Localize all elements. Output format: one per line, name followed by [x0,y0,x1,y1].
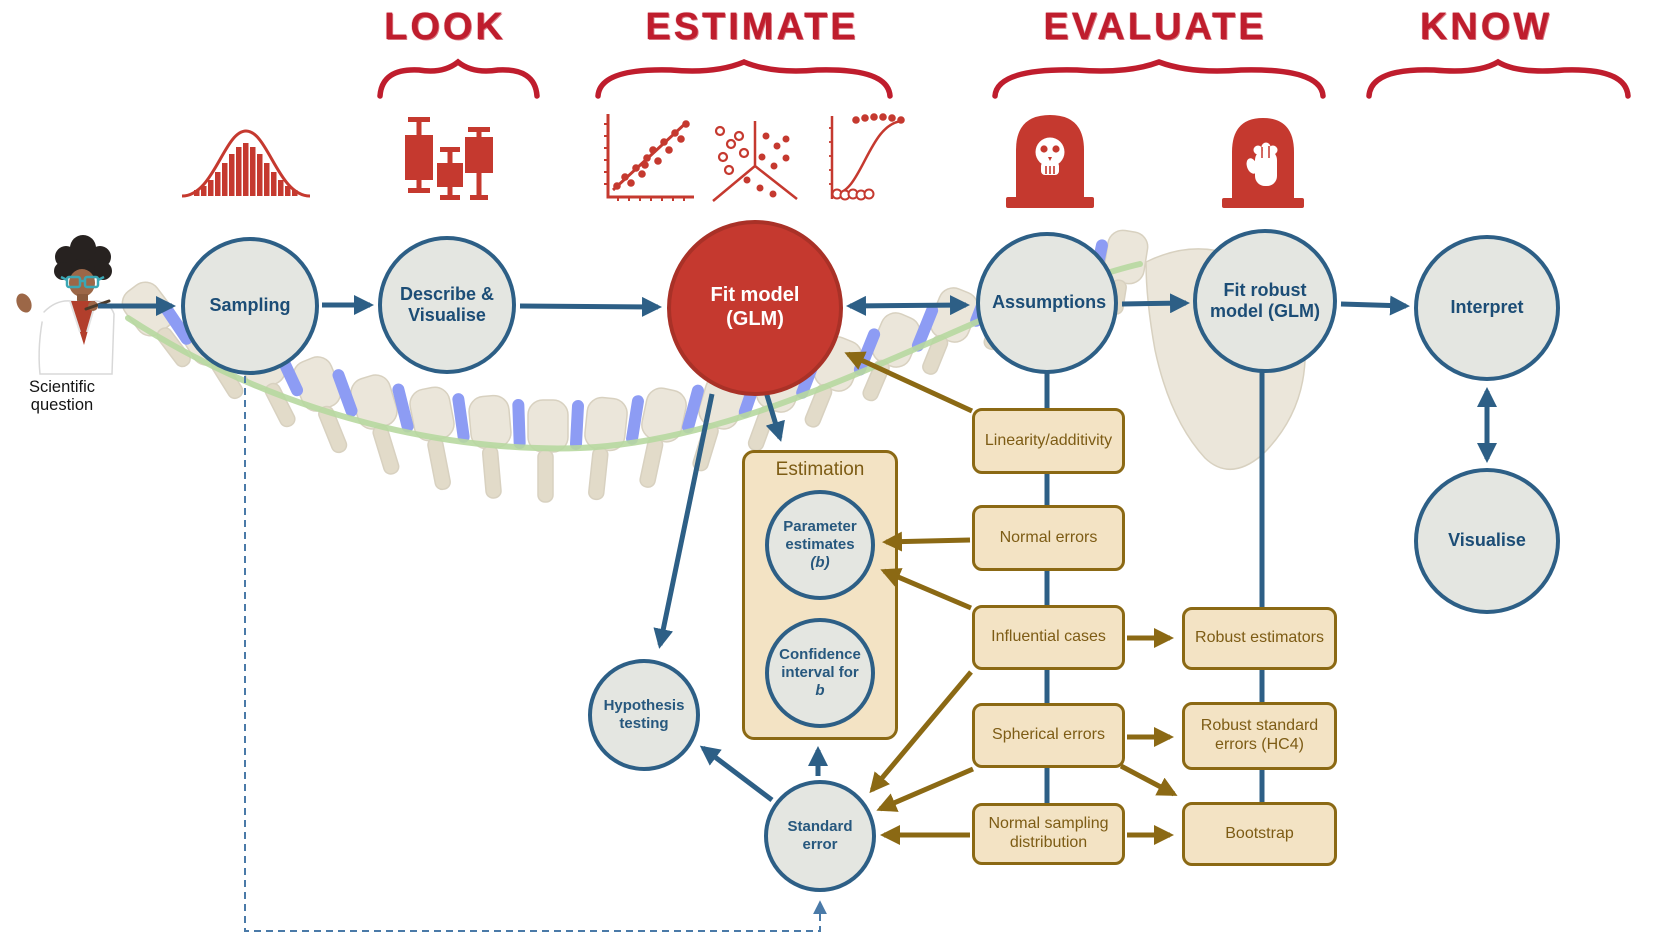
box-label: Bootstrap [1225,824,1294,842]
node-label: Describe & Visualise [399,283,495,325]
glasses-icon [60,275,105,289]
scatterplot-icon [604,114,694,201]
node-interpret: Interpret [1414,235,1560,381]
brown-arrows [869,628,1178,845]
sampling-feedback-dashed-line [244,376,827,932]
box-label: Normal errors [999,528,1098,546]
estimation-title: Estimation [775,459,865,480]
box-influential-cases: Influential cases [972,605,1125,670]
blue-arrows [98,293,1497,802]
box-label: Influential cases [991,628,1106,646]
scientist-figure [16,235,115,375]
node-assumptions: Assumptions [976,232,1118,374]
box-normal-sampling-distribution: Normal sampling distribution [972,803,1125,865]
pencil-icon [84,299,111,311]
box-normal-errors: Normal errors [972,505,1125,571]
stage-braces [377,58,1631,99]
node-label: Standard error [787,818,853,853]
box-robust-standard-errors: Robust standard errors (HC4) [1182,702,1337,770]
node-label: Sampling [209,295,291,316]
box-bootstrap: Bootstrap [1182,802,1337,866]
node-label: Visualise [1448,530,1526,551]
node-label: Parameter estimates [783,518,857,554]
histogram-icon [181,129,311,198]
node-label: Interpret [1450,297,1524,318]
node-standard-error: Standard error [764,780,876,892]
stage-header-know: KNOW [1419,6,1553,48]
node-label: Fit robust model (GLM) [1210,279,1320,321]
stage-header-evaluate: EVALUATE [1043,6,1267,48]
stage-header-look: LOOK [384,6,506,48]
box-spherical-errors: Spherical errors [972,703,1125,768]
skull-tombstone-icon [1006,115,1094,208]
node-fit-model-glm: Fit model (GLM) [667,220,843,396]
node-label: Assumptions [992,292,1107,313]
scientific-question-label: Scientific question [28,378,96,415]
box-label: Robust standard errors (HC4) [1200,717,1319,753]
stage-header-estimate: ESTIMATE [645,6,859,48]
node-confidence-interval: Confidence interval for b [765,618,875,728]
node-symbol: b [815,681,825,699]
box-linearity-additivity: Linearity/additivity [972,408,1125,474]
node-sampling: Sampling [181,237,319,375]
node-fit-robust-model: Fit robust model (GLM) [1193,229,1337,373]
node-label: Confidence interval for [779,646,861,682]
interaction-plot-icon [712,121,798,202]
node-label: Hypothesis testing [603,697,685,732]
boxplot-icon [405,117,493,200]
node-parameter-estimates: Parameter estimates (b) [765,490,875,600]
node-label: Fit model (GLM) [710,284,800,330]
node-visualise: Visualise [1414,468,1560,614]
hand-tombstone-icon [1222,118,1304,208]
node-symbol: (b) [810,553,830,571]
node-hypothesis-testing: Hypothesis testing [588,659,700,771]
box-label: Spherical errors [992,726,1105,744]
box-label: Linearity/additivity [984,431,1113,449]
box-label: Robust estimators [1195,629,1324,647]
box-robust-estimators: Robust estimators [1182,607,1337,670]
node-describe-visualise: Describe & Visualise [378,236,516,374]
box-label: Normal sampling distribution [988,815,1109,851]
logistic-curve-icon [829,113,905,201]
